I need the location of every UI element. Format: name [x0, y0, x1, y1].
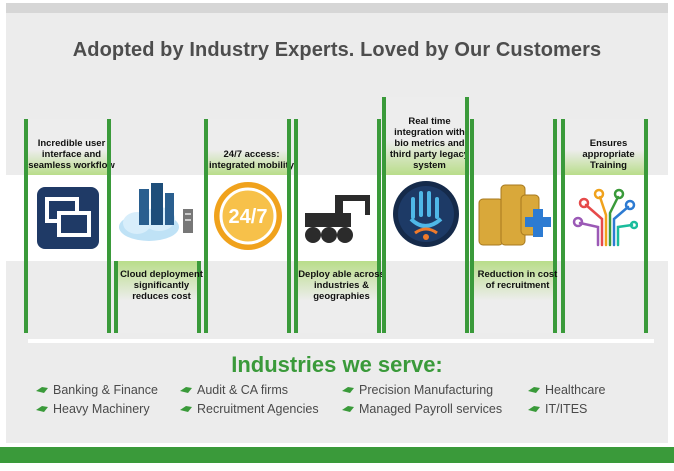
feature-label: Incredible user interface and seamless w… [28, 138, 115, 171]
main-panel: Adopted by Industry Experts. Loved by Ou… [6, 3, 668, 443]
leaf-bullet-icon [180, 386, 192, 393]
leaf-bullet-icon [342, 386, 354, 393]
top-bar [6, 3, 668, 13]
biometric-hand-icon [392, 181, 459, 247]
industry-item: Recruitment Agencies [180, 402, 319, 416]
section-divider [28, 339, 654, 343]
robot-arm-icon [304, 195, 370, 243]
industry-item: Managed Payroll services [342, 402, 502, 416]
leaf-bullet-icon [342, 405, 354, 412]
cloud-server-icon [118, 183, 193, 241]
feature-label: Reduction in cost of recruitment [477, 269, 558, 291]
industry-item: Banking & Finance [36, 383, 158, 397]
svg-text:24/7: 24/7 [228, 206, 267, 228]
leaf-bullet-icon [528, 405, 540, 412]
feature-label: Ensures appropriate Training [582, 138, 635, 171]
windows-icon [36, 187, 99, 249]
feature-label: Cloud deployment significantly reduces c… [120, 269, 203, 302]
feature-column-5: Real time integration with bio metrics a… [382, 97, 469, 333]
industries-title: Industries we serve: [231, 352, 443, 377]
bottom-bar [0, 447, 674, 463]
industry-item: Heavy Machinery [36, 402, 150, 416]
feature-column-1: Incredible user interface and seamless w… [24, 119, 115, 333]
circuit-tree-icon [572, 188, 638, 247]
feature-column-4: Deploy able across industries & geograph… [294, 119, 385, 333]
coins-plus-icon [478, 184, 551, 246]
clock-24-7-icon: 24/7 [213, 182, 282, 250]
feature-label: 24/7 access: integrated mobility [209, 149, 294, 171]
feature-label: Deploy able across industries & geograph… [298, 269, 385, 302]
leaf-bullet-icon [36, 405, 48, 412]
industry-item: Healthcare [528, 383, 605, 397]
feature-label: Real time integration with bio metrics a… [389, 116, 470, 171]
leaf-bullet-icon [528, 386, 540, 393]
feature-column-6: Reduction in cost of recruitment [470, 119, 557, 333]
industry-item: Audit & CA firms [180, 383, 288, 397]
leaf-bullet-icon [180, 405, 192, 412]
feature-column-7: Ensures appropriate Training [561, 119, 648, 333]
industry-item: IT/ITES [528, 402, 587, 416]
headline: Adopted by Industry Experts. Loved by Ou… [72, 39, 602, 61]
industry-item: Precision Manufacturing [342, 383, 493, 397]
leaf-bullet-icon [36, 386, 48, 393]
feature-column-2: Cloud deployment significantly reduces c… [114, 119, 203, 333]
feature-column-3: 24/7 access: integrated mobility 24/7 [204, 119, 294, 333]
